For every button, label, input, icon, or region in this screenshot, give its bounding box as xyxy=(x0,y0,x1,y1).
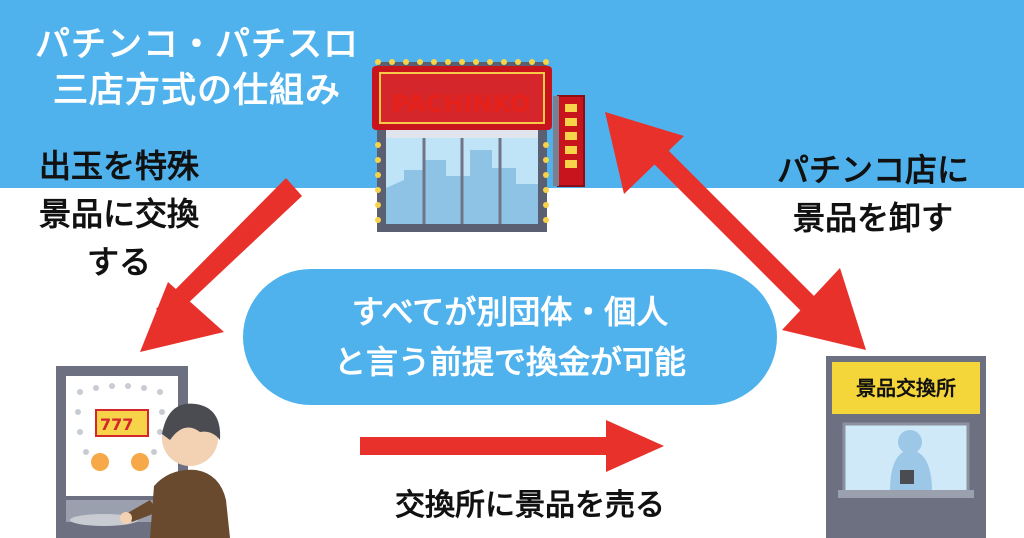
center-note-pill: すべてが別団体・個人 と言う前提で換金が可能 xyxy=(243,269,777,405)
exchange-booth-sign: 景品交換所 xyxy=(856,375,956,400)
pachinko-sign-text: PACHINKO xyxy=(391,90,531,118)
label-left-line-1: 出玉を特殊 xyxy=(38,147,199,185)
label-player-to-booth: 交換所に景品を売る xyxy=(395,488,665,523)
label-right-line-1: パチンコ店に xyxy=(776,151,969,189)
svg-text:777: 777 xyxy=(100,415,133,434)
diagram-title: パチンコ・パチスロ 三店方式の仕組み xyxy=(22,22,372,114)
arrow-store-to-player xyxy=(140,178,302,352)
label-left-line-2: 景品に交換 xyxy=(38,195,199,233)
label-store-to-player: 出玉を特殊 景品に交換 する xyxy=(14,142,224,286)
pill-line-2: と言う前提で換金が可能 xyxy=(333,343,686,381)
label-booth-to-store: パチンコ店に 景品を卸す xyxy=(748,146,998,242)
exchange-booth-icon xyxy=(826,356,986,538)
label-left-line-3: する xyxy=(86,243,151,281)
title-line-1: パチンコ・パチスロ xyxy=(34,25,359,65)
label-right-line-2: 景品を卸す xyxy=(792,199,953,237)
arrow-player-to-booth xyxy=(360,420,664,472)
arrow-store-booth-bidirectional xyxy=(605,112,866,350)
player-icon: 777 xyxy=(56,366,230,538)
pachinko-store-icon xyxy=(372,59,585,232)
title-line-2: 三店方式の仕組み xyxy=(52,71,341,111)
pill-line-1: すべてが別団体・個人 xyxy=(351,293,669,331)
